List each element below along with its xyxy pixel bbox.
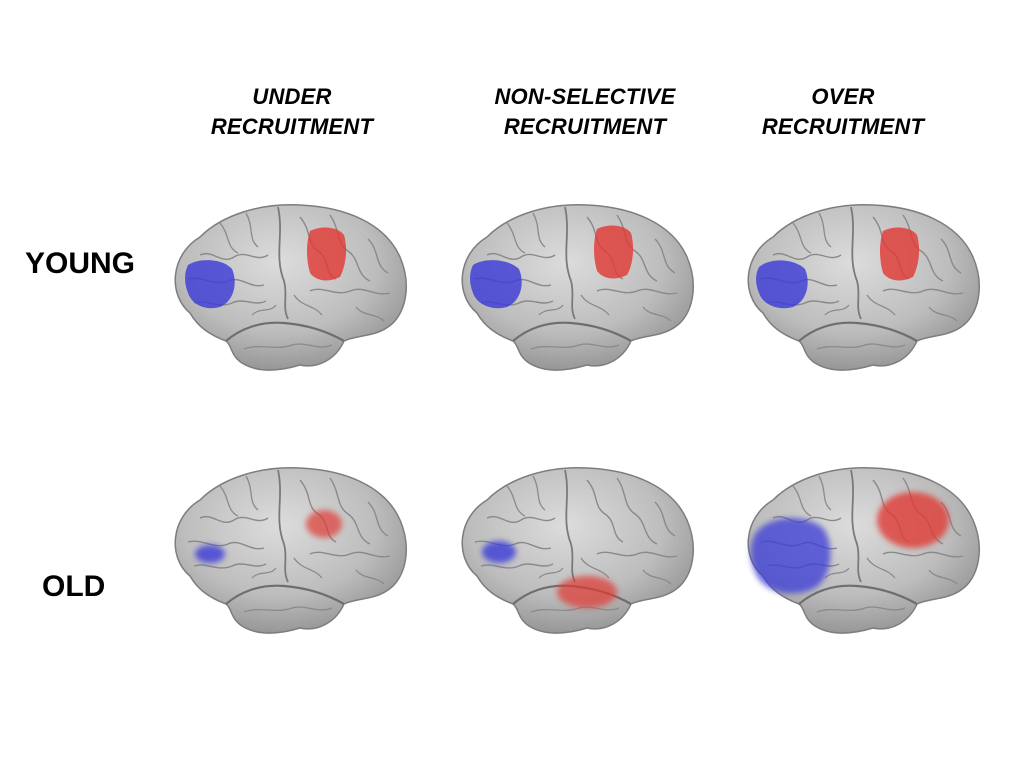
posterior-activation-region	[594, 225, 634, 279]
temporal-activation-region	[557, 576, 617, 608]
frontal-activation-region	[470, 260, 522, 309]
posterior-activation-region	[877, 492, 949, 548]
column-header-line: RECRUITMENT	[503, 114, 667, 139]
column-header-line: OVER	[811, 84, 875, 109]
brain-old-over	[733, 458, 993, 658]
column-header-under-recruitment: UNDER RECRUITMENT	[172, 82, 412, 142]
brain-old-non-selective	[447, 458, 707, 658]
posterior-activation-region	[880, 227, 920, 281]
row-label-old: OLD	[42, 570, 106, 603]
column-header-line: NON-SELECTIVE	[494, 84, 676, 109]
column-header-line: RECRUITMENT	[210, 114, 374, 139]
frontal-activation-region	[750, 517, 831, 594]
column-header-over-recruitment: OVER RECRUITMENT	[723, 82, 963, 142]
brain-young-over	[733, 195, 993, 395]
brain-old-under	[160, 458, 420, 658]
column-header-line: RECRUITMENT	[761, 114, 925, 139]
column-header-non-selective-recruitment: NON-SELECTIVE RECRUITMENT	[465, 82, 705, 142]
posterior-activation-region	[307, 227, 347, 281]
frontal-activation-region	[756, 260, 808, 309]
row-label-young: YOUNG	[25, 247, 136, 280]
frontal-activation-region	[482, 541, 516, 563]
frontal-activation-region	[185, 260, 235, 309]
brain-young-under	[160, 195, 420, 395]
posterior-activation-region	[306, 510, 342, 538]
column-header-line: UNDER	[252, 84, 332, 109]
brain-young-non-selective	[447, 195, 707, 395]
frontal-activation-region	[195, 545, 225, 563]
